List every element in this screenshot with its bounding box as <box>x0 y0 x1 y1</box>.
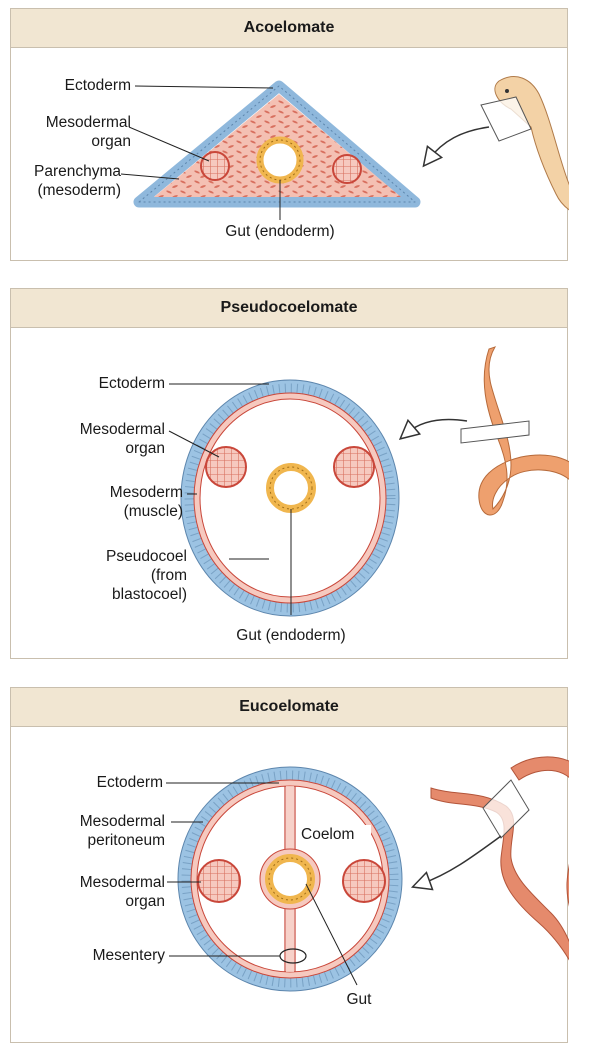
roundworm-illustration <box>461 347 569 529</box>
pseudocoelomate-label-mesodermal-organ-1: Mesodermal <box>41 420 165 439</box>
eucoelomate-label-peritoneum-1: Mesodermal <box>41 812 165 831</box>
acoelomate-label-gut: Gut (endoderm) <box>210 222 350 241</box>
pseudocoelomate-label-pseudocoel-2: (from <box>61 566 187 585</box>
eucoelomate-label-gut: Gut <box>339 990 379 1009</box>
pseudocoelomate-organ-right <box>334 447 374 487</box>
eucoelomate-label-mesodermal-organ-1: Mesodermal <box>41 873 165 892</box>
eucoelomate-organ-left <box>198 860 240 902</box>
acoelomate-mesodermal-organ-left <box>201 152 229 180</box>
eucoelomate-diagram <box>11 688 569 1044</box>
eucoelomate-label-ectoderm: Ectoderm <box>61 773 163 792</box>
acoelomate-label-ectoderm: Ectoderm <box>45 76 131 95</box>
flatworm-illustration <box>481 77 569 220</box>
pseudocoelomate-label-mesoderm-1: Mesoderm <box>61 483 183 502</box>
acoelomate-panel: Acoelomate Ectoderm Mesodermal organ Par… <box>10 8 568 261</box>
acoelomate-label-parenchyma-2: (mesoderm) <box>15 181 121 200</box>
eucoelomate-label-coelom: Coelom <box>301 825 371 844</box>
acoelomate-label-mesodermal-organ-1: Mesodermal <box>21 113 131 132</box>
acoelomate-label-mesodermal-organ-2: organ <box>21 132 131 151</box>
pseudocoelomate-label-gut: Gut (endoderm) <box>219 626 363 645</box>
eucoelomate-organ-right <box>343 860 385 902</box>
pseudocoelomate-label-pseudocoel-3: blastocoel) <box>61 585 187 604</box>
earthworm-illustration <box>431 757 569 988</box>
acoelomate-label-parenchyma-1: Parenchyma <box>15 162 121 181</box>
pseudocoelomate-label-mesoderm-2: (muscle) <box>61 502 183 521</box>
eucoelomate-label-mesentery: Mesentery <box>51 946 165 965</box>
pseudocoelomate-label-mesodermal-organ-2: organ <box>41 439 165 458</box>
acoelomate-arrow <box>429 127 489 159</box>
pseudocoelomate-label-ectoderm: Ectoderm <box>61 374 165 393</box>
eucoelomate-panel: Eucoelomate Ectoderm Mesode <box>10 687 568 1043</box>
eucoelomate-label-mesodermal-organ-2: organ <box>41 892 165 911</box>
pseudocoelomate-arrow <box>407 420 467 434</box>
eucoelomate-arrow <box>421 836 501 884</box>
eucoelomate-label-peritoneum-2: peritoneum <box>41 831 165 850</box>
acoelomate-mesodermal-organ-right <box>333 155 361 183</box>
pseudocoelomate-panel: Pseudocoelomate Ectoderm Mesodermal orga… <box>10 288 568 659</box>
pseudocoelomate-diagram <box>11 289 569 660</box>
pseudocoelomate-label-pseudocoel-1: Pseudocoel <box>61 547 187 566</box>
